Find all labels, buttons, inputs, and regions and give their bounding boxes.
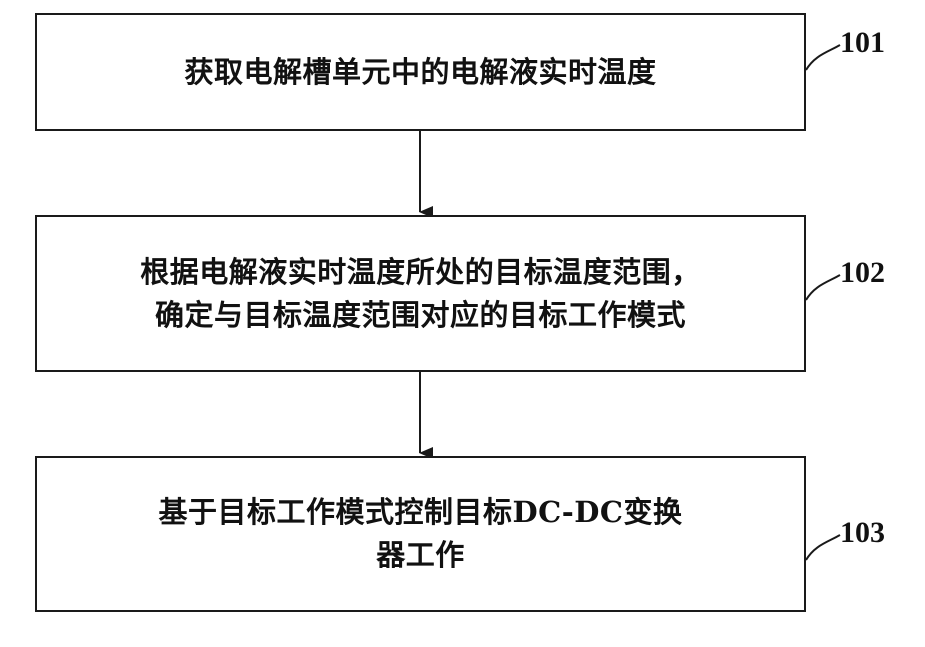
step-box-103: 基于目标工作模式控制目标DC-DC变换 器工作 [35,456,806,612]
step-box-102: 根据电解液实时温度所处的目标温度范围， 确定与目标温度范围对应的目标工作模式 [35,215,806,372]
step-box-101: 获取电解槽单元中的电解液实时温度 [35,13,806,131]
step-103-line-1: 基于目标工作模式控制目标DC-DC变换 [159,491,683,534]
step-label-101: 101 [840,26,885,60]
leader-line-102 [806,275,840,300]
step-102-line-1: 根据电解液实时温度所处的目标温度范围， [140,251,701,294]
step-label-103: 103 [840,516,885,550]
step-101-line-1: 获取电解槽单元中的电解液实时温度 [184,51,656,94]
leader-line-103 [806,535,840,560]
step-102-line-2: 确定与目标温度范围对应的目标工作模式 [140,294,701,337]
leader-line-101 [806,45,840,70]
step-103-line-2: 器工作 [159,534,683,577]
step-label-102: 102 [840,256,885,290]
